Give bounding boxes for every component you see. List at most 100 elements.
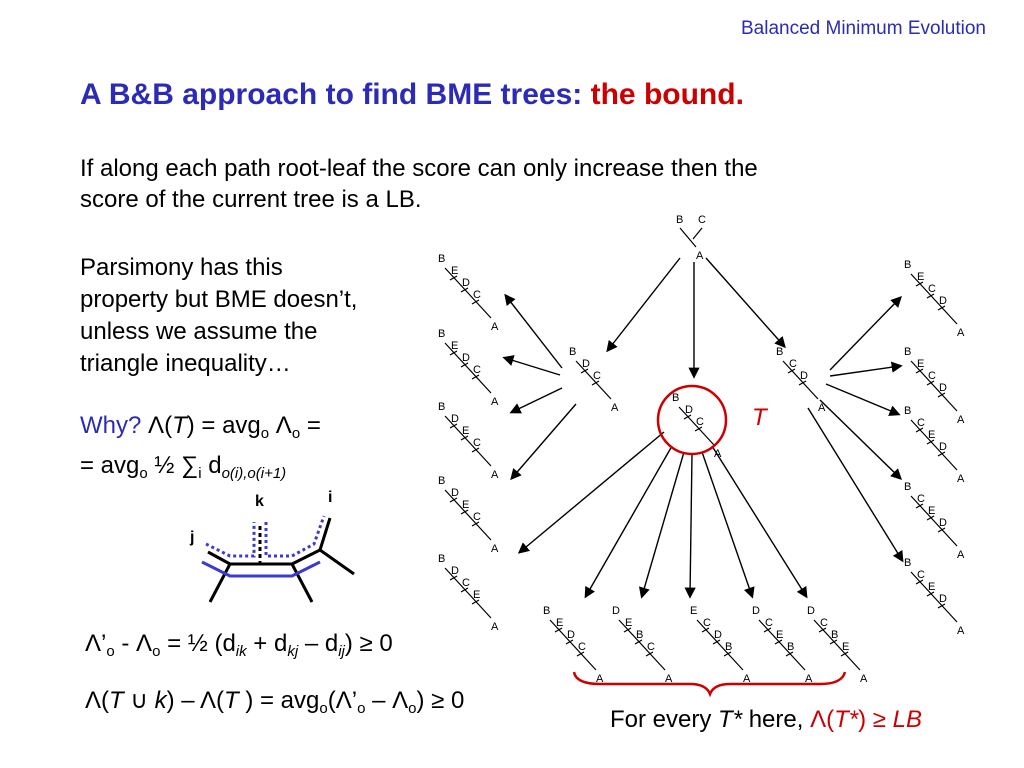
tree-branch xyxy=(449,350,458,356)
tree-leaf-label: E xyxy=(928,429,935,441)
edge-lower-left xyxy=(208,563,232,603)
tree-branch xyxy=(565,639,574,645)
tree-leaf-label: B xyxy=(438,253,445,265)
eq2-tail: ) ≥ 0 xyxy=(416,687,465,714)
tree-branch xyxy=(471,299,480,305)
current-tree-circle xyxy=(656,384,728,456)
tree-branch xyxy=(471,374,480,380)
tree-leaf-label: D xyxy=(800,370,808,382)
tree-leaf-label: C xyxy=(473,289,481,301)
tree-root-label: A xyxy=(743,673,751,685)
tree-branch xyxy=(712,639,721,645)
footer-T2: T* xyxy=(834,706,859,733)
tree-branch xyxy=(937,451,946,457)
tree-branch xyxy=(460,435,469,441)
tree-leaf-label: D xyxy=(939,517,947,529)
why-d: d xyxy=(201,452,222,479)
eq2-sub-o: o xyxy=(319,700,328,717)
tree-leaf-label: C xyxy=(578,641,586,653)
eq2-k: k xyxy=(154,687,167,714)
tree-leaf-label: C xyxy=(698,214,706,226)
tree-leaf-label: D xyxy=(714,629,722,641)
why-sub-o2: o xyxy=(291,425,301,442)
tree-root-label: A xyxy=(805,673,813,685)
tree-branch xyxy=(471,599,480,605)
equation-2: Λ(T ∪ k) – Λ(T ) = avgo(Λ’o – Λo) ≥ 0 xyxy=(85,686,464,717)
intro-line-1: If along each path root-leaf the score c… xyxy=(80,155,758,182)
footer-here: here, xyxy=(742,706,811,733)
search-arrow xyxy=(606,257,681,353)
tree-leaf-label: C xyxy=(917,493,925,505)
tree-leaf-label: C xyxy=(647,641,655,653)
tree-leaf-label: B xyxy=(672,392,679,404)
tree-leaf-label: B xyxy=(438,328,445,340)
tree-root-label: A xyxy=(860,673,868,685)
tree-leaf-label: E xyxy=(451,265,458,277)
tree-backbone xyxy=(575,360,612,400)
tree-leaf-label: E xyxy=(690,605,697,617)
tree-backbone xyxy=(444,342,492,394)
eq2-sub-o3: o xyxy=(408,700,417,717)
footer-close: ) xyxy=(858,706,867,733)
parsimony-line-4: triangle inequality… xyxy=(80,350,291,377)
tree-branch xyxy=(471,521,480,527)
eq1-sub-ij: ij xyxy=(338,643,345,660)
tree-leaf-label: E xyxy=(928,505,935,517)
tree-leaf-label: B xyxy=(904,259,911,271)
search-arrow xyxy=(705,257,786,349)
path-blue-dotted-right xyxy=(264,515,326,558)
edge-to-i-node xyxy=(291,548,321,566)
tree-branch xyxy=(645,651,654,657)
tree-leaf-label: D xyxy=(451,413,459,425)
eq1-lead: Λ’ xyxy=(85,630,107,657)
tree-branch xyxy=(915,503,924,509)
why-line-1: Why? Λ(T) = avgo Λo = xyxy=(80,410,321,450)
search-arrow xyxy=(825,383,901,416)
tree-root-label: A xyxy=(714,448,722,460)
tree-backbone xyxy=(910,571,958,623)
intro-line-2: score of the current tree is a LB. xyxy=(80,186,422,213)
tree-backbone xyxy=(910,419,958,471)
parsimony-text: Parsimony has this property but BME does… xyxy=(80,252,420,380)
tree-branch xyxy=(763,627,772,633)
tree-backbone xyxy=(910,495,958,547)
tree-backbone xyxy=(696,619,744,671)
tree-leaf-label: D xyxy=(939,441,947,453)
tree-leaf-label: E xyxy=(928,581,935,593)
label-k: k xyxy=(255,493,264,510)
tree-leaf-label: E xyxy=(556,617,563,629)
tree-branch xyxy=(634,639,643,645)
tree-leaf-label: B xyxy=(904,346,911,358)
tree-T-label: T xyxy=(752,404,767,431)
search-arrow xyxy=(584,445,673,599)
footer-T: T* xyxy=(718,706,743,733)
tree-leaf-label: D xyxy=(612,605,620,617)
eq2-open: Λ( xyxy=(85,687,110,714)
tree-leaf-label: C xyxy=(820,617,828,629)
tree-leaf-label: B xyxy=(569,346,576,358)
tree-leaf-label: B xyxy=(904,557,911,569)
tree-branch xyxy=(937,603,946,609)
tree-branch xyxy=(840,651,849,657)
quartet-diagram: k i j xyxy=(189,489,355,603)
tree-leaf-label: D xyxy=(567,629,575,641)
leaves-brace xyxy=(572,671,847,698)
search-arrow xyxy=(829,295,902,371)
tree-branch xyxy=(787,368,796,374)
tree-leaf-label: D xyxy=(752,605,760,617)
tree-branch xyxy=(623,627,632,633)
tree-branch xyxy=(460,362,469,368)
tree-leaf-label: E xyxy=(917,271,924,283)
tree-leaf-label: D xyxy=(582,358,590,370)
tree-leaf-label: D xyxy=(807,605,815,617)
footer-statement: For every T* here, Λ(T*) ≥ LB xyxy=(610,706,922,734)
tree-backbone xyxy=(444,567,492,619)
tree-root-label: A xyxy=(957,549,965,561)
edge-i xyxy=(318,517,332,551)
